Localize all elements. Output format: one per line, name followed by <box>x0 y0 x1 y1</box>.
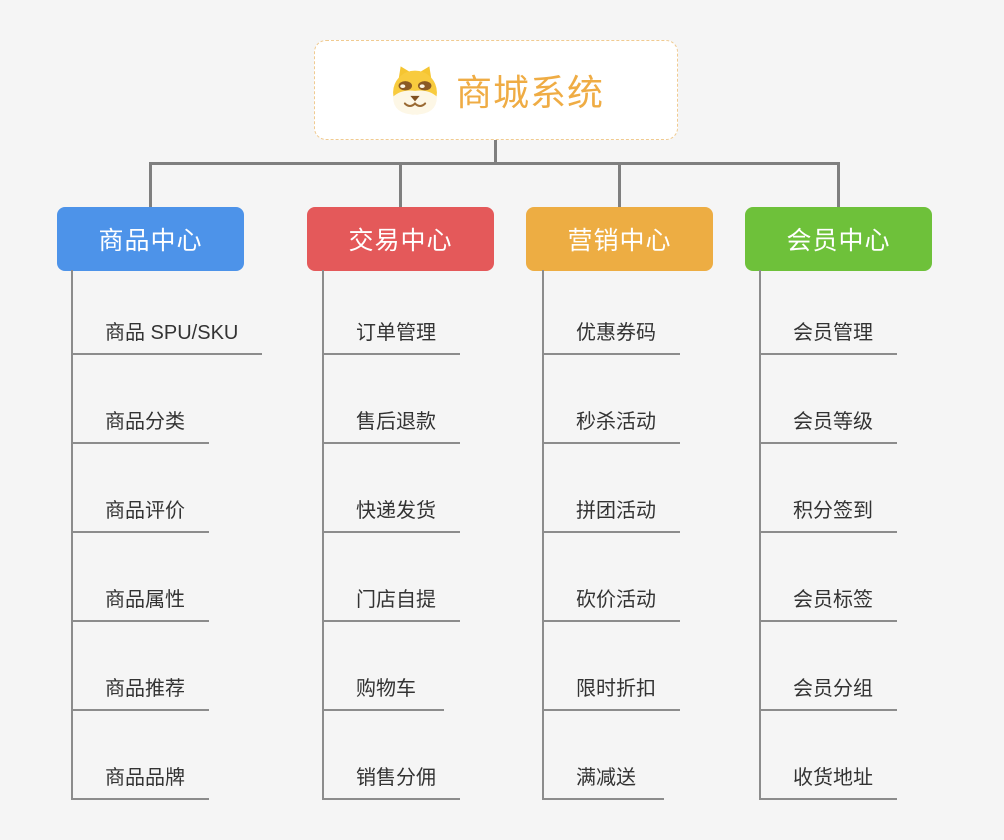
leaf-item[interactable]: 商品评价 <box>73 444 209 533</box>
leaf-item[interactable]: 购物车 <box>324 622 444 711</box>
branch-member-children: 会员管理 会员等级 积分签到 会员标签 会员分组 收货地址 <box>759 270 1004 800</box>
connector-trunk <box>149 162 840 165</box>
leaf-item[interactable]: 积分签到 <box>761 444 897 533</box>
branch-member-center[interactable]: 会员中心 <box>745 207 932 271</box>
leaf-item[interactable]: 会员等级 <box>761 355 897 444</box>
connector-root-stub <box>494 140 497 163</box>
leaf-item[interactable]: 优惠券码 <box>544 270 680 355</box>
leaf-item[interactable]: 拼团活动 <box>544 444 680 533</box>
branch-marketing-children: 优惠券码 秒杀活动 拼团活动 砍价活动 限时折扣 满减送 <box>542 270 792 800</box>
leaf-item[interactable]: 售后退款 <box>324 355 460 444</box>
connector-drop-2 <box>399 162 402 208</box>
branch-trade-center[interactable]: 交易中心 <box>307 207 494 271</box>
leaf-item[interactable]: 销售分佣 <box>324 711 460 800</box>
connector-drop-3 <box>618 162 621 208</box>
root-title: 商城系统 <box>455 72 604 113</box>
leaf-item[interactable]: 商品推荐 <box>73 622 209 711</box>
connector-drop-1 <box>149 162 152 208</box>
leaf-item[interactable]: 会员标签 <box>761 533 897 622</box>
branch-product-center[interactable]: 商品中心 <box>57 207 244 271</box>
leaf-item[interactable]: 快递发货 <box>324 444 460 533</box>
leaf-item[interactable]: 满减送 <box>544 711 664 800</box>
leaf-item[interactable]: 限时折扣 <box>544 622 680 711</box>
dog-face-icon <box>388 63 442 117</box>
branch-trade-children: 订单管理 售后退款 快递发货 门店自提 购物车 销售分佣 <box>322 270 572 800</box>
leaf-item[interactable]: 会员管理 <box>761 270 897 355</box>
leaf-item[interactable]: 砍价活动 <box>544 533 680 622</box>
leaf-item[interactable]: 会员分组 <box>761 622 897 711</box>
connector-drop-4 <box>837 162 840 208</box>
leaf-item[interactable]: 商品分类 <box>73 355 209 444</box>
leaf-item[interactable]: 收货地址 <box>761 711 897 800</box>
leaf-item[interactable]: 商品属性 <box>73 533 209 622</box>
leaf-item[interactable]: 商品品牌 <box>73 711 209 800</box>
leaf-item[interactable]: 订单管理 <box>324 270 460 355</box>
leaf-item[interactable]: 秒杀活动 <box>544 355 680 444</box>
leaf-item[interactable]: 商品 SPU/SKU <box>73 270 263 355</box>
root-node-mall-system[interactable]: 商城系统 <box>314 40 678 140</box>
branch-marketing-center[interactable]: 营销中心 <box>526 207 713 271</box>
branch-product-children: 商品 SPU/SKU 商品分类 商品评价 商品属性 商品推荐 商品品牌 <box>71 270 321 800</box>
leaf-item[interactable]: 门店自提 <box>324 533 460 622</box>
